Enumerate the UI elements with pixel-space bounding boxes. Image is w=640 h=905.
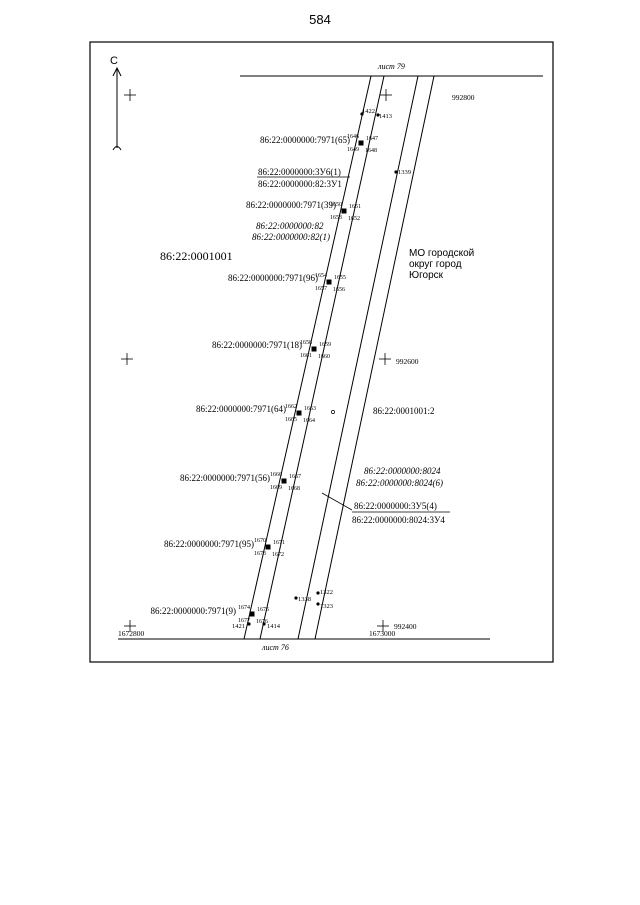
part-point-number: 1662 xyxy=(285,404,297,410)
part-point-number: 1666 xyxy=(270,472,282,478)
part-point-number: 1657 xyxy=(315,286,327,292)
part-point-number: 1648 xyxy=(365,148,377,154)
part-point-cluster xyxy=(249,611,255,617)
corridor-lines xyxy=(243,75,435,640)
part-point-number: 1660 xyxy=(318,354,330,360)
part-point-number: 1663 xyxy=(304,406,316,412)
point-1414: 1414 xyxy=(267,623,281,630)
part-label: 86:22:0000000:7971(95) xyxy=(164,539,254,549)
part-label: 86:22:0000000:7971(96) xyxy=(228,273,318,283)
part-point-cluster xyxy=(341,208,347,214)
part-point-number: 1650 xyxy=(330,202,342,208)
block-label: 86:22:0001001 xyxy=(160,249,233,263)
part-label: 86:22:0000000:7971(18) xyxy=(212,340,302,350)
point-1421: 1421 xyxy=(232,623,245,630)
part-point-number: 1655 xyxy=(334,275,346,281)
north-label: С xyxy=(110,55,118,67)
part-point-number: 1661 xyxy=(300,353,312,359)
part-point-number: 1651 xyxy=(349,204,361,210)
point-1339: 1339 xyxy=(398,169,411,176)
part-point-number: 1656 xyxy=(333,287,345,293)
point-1323: 1323 xyxy=(320,603,333,610)
part-point-number: 1674 xyxy=(238,605,250,611)
part-point-number: 1646 xyxy=(347,134,359,140)
zu4-label: 86:22:0000000:8024:3У4 xyxy=(352,515,445,525)
parcel-8024-6-label: 86:22:0000000:8024(6) xyxy=(356,478,443,488)
sheet-bottom-label: лист 76 xyxy=(261,643,289,652)
part-point-number: 1670 xyxy=(254,538,266,544)
point-1338: 1338 xyxy=(298,596,311,603)
leader-lines xyxy=(257,176,450,513)
parcel-0001001-2-label: 86:22:0001001:2 xyxy=(373,406,435,416)
part-point-cluster xyxy=(358,140,364,146)
part-point-number: 1653 xyxy=(330,215,342,221)
part-point-number: 1647 xyxy=(366,136,378,142)
part-point-cluster xyxy=(281,478,287,484)
part-point-number: 1669 xyxy=(270,485,282,491)
zu-top-label: 86:22:0000000:3У6(1) xyxy=(258,167,341,177)
part-point-number: 1658 xyxy=(300,340,312,346)
part-point-cluster xyxy=(326,279,332,285)
point-1322: 1322 xyxy=(320,589,333,596)
page-number: 584 xyxy=(309,12,331,27)
zu-bottom-label: 86:22:0000000:82:3У1 xyxy=(258,179,342,189)
grid-y-bot: 992400 xyxy=(394,622,417,631)
part-point-cluster xyxy=(311,346,317,352)
municipality-line-3: Югорск xyxy=(409,270,444,281)
municipality-line-2: округ город xyxy=(409,259,462,270)
part-point-number: 1665 xyxy=(285,417,297,423)
part-point-number: 1659 xyxy=(319,342,331,348)
north-arrow: С xyxy=(110,55,122,151)
part-point-number: 1649 xyxy=(347,147,359,153)
point-1422: 1422 xyxy=(362,108,375,115)
part-point-number: 1677 xyxy=(238,618,250,624)
part-point-number: 1675 xyxy=(257,607,269,613)
grid-y-top: 992800 xyxy=(452,93,475,102)
grid-x-left: 1672800 xyxy=(118,629,145,638)
grid-x-right: 1673000 xyxy=(369,629,396,638)
grid-y-mid: 992600 xyxy=(396,357,419,366)
zu5-label: 86:22:0000000:3У5(4) xyxy=(354,501,437,511)
part-point-number: 1676 xyxy=(256,619,268,625)
ring-marker xyxy=(331,410,335,414)
part-label: 86:22:0000000:7971(39) xyxy=(246,200,336,210)
part-point-cluster xyxy=(265,544,271,550)
sheet-top-label: лист 79 xyxy=(377,62,405,71)
part-point-number: 1664 xyxy=(303,418,315,424)
italic-82-label: 86:22:0000000:82 xyxy=(256,221,324,231)
part-point-number: 1671 xyxy=(273,540,285,546)
grid-crosses xyxy=(121,89,392,632)
map-frame xyxy=(89,41,554,663)
part-point-number: 1652 xyxy=(348,216,360,222)
point-1413: 1413 xyxy=(379,113,392,120)
part-point-number: 1673 xyxy=(254,551,266,557)
part-point-number: 1654 xyxy=(315,273,327,279)
parcel-8024-label: 86:22:0000000:8024 xyxy=(364,466,441,476)
part-label: 86:22:0000000:7971(64) xyxy=(196,404,286,414)
part-label: 86:22:0000000:7971(56) xyxy=(180,473,270,483)
municipality-line-1: МО городской xyxy=(409,248,474,259)
part-point-number: 1672 xyxy=(272,552,284,558)
part-label: 86:22:0000000:7971(9) xyxy=(151,606,237,616)
part-point-number: 1668 xyxy=(288,486,300,492)
part-label: 86:22:0000000:7971(65) xyxy=(260,135,350,145)
part-point-cluster xyxy=(296,410,302,416)
part-point-number: 1667 xyxy=(289,474,301,480)
italic-82-1-label: 86:22:0000000:82(1) xyxy=(252,232,330,242)
boundary-points xyxy=(247,112,398,626)
parts-layer: 86:22:0000000:7971(65)1646 1647 1649 1648 86… xyxy=(151,134,379,625)
